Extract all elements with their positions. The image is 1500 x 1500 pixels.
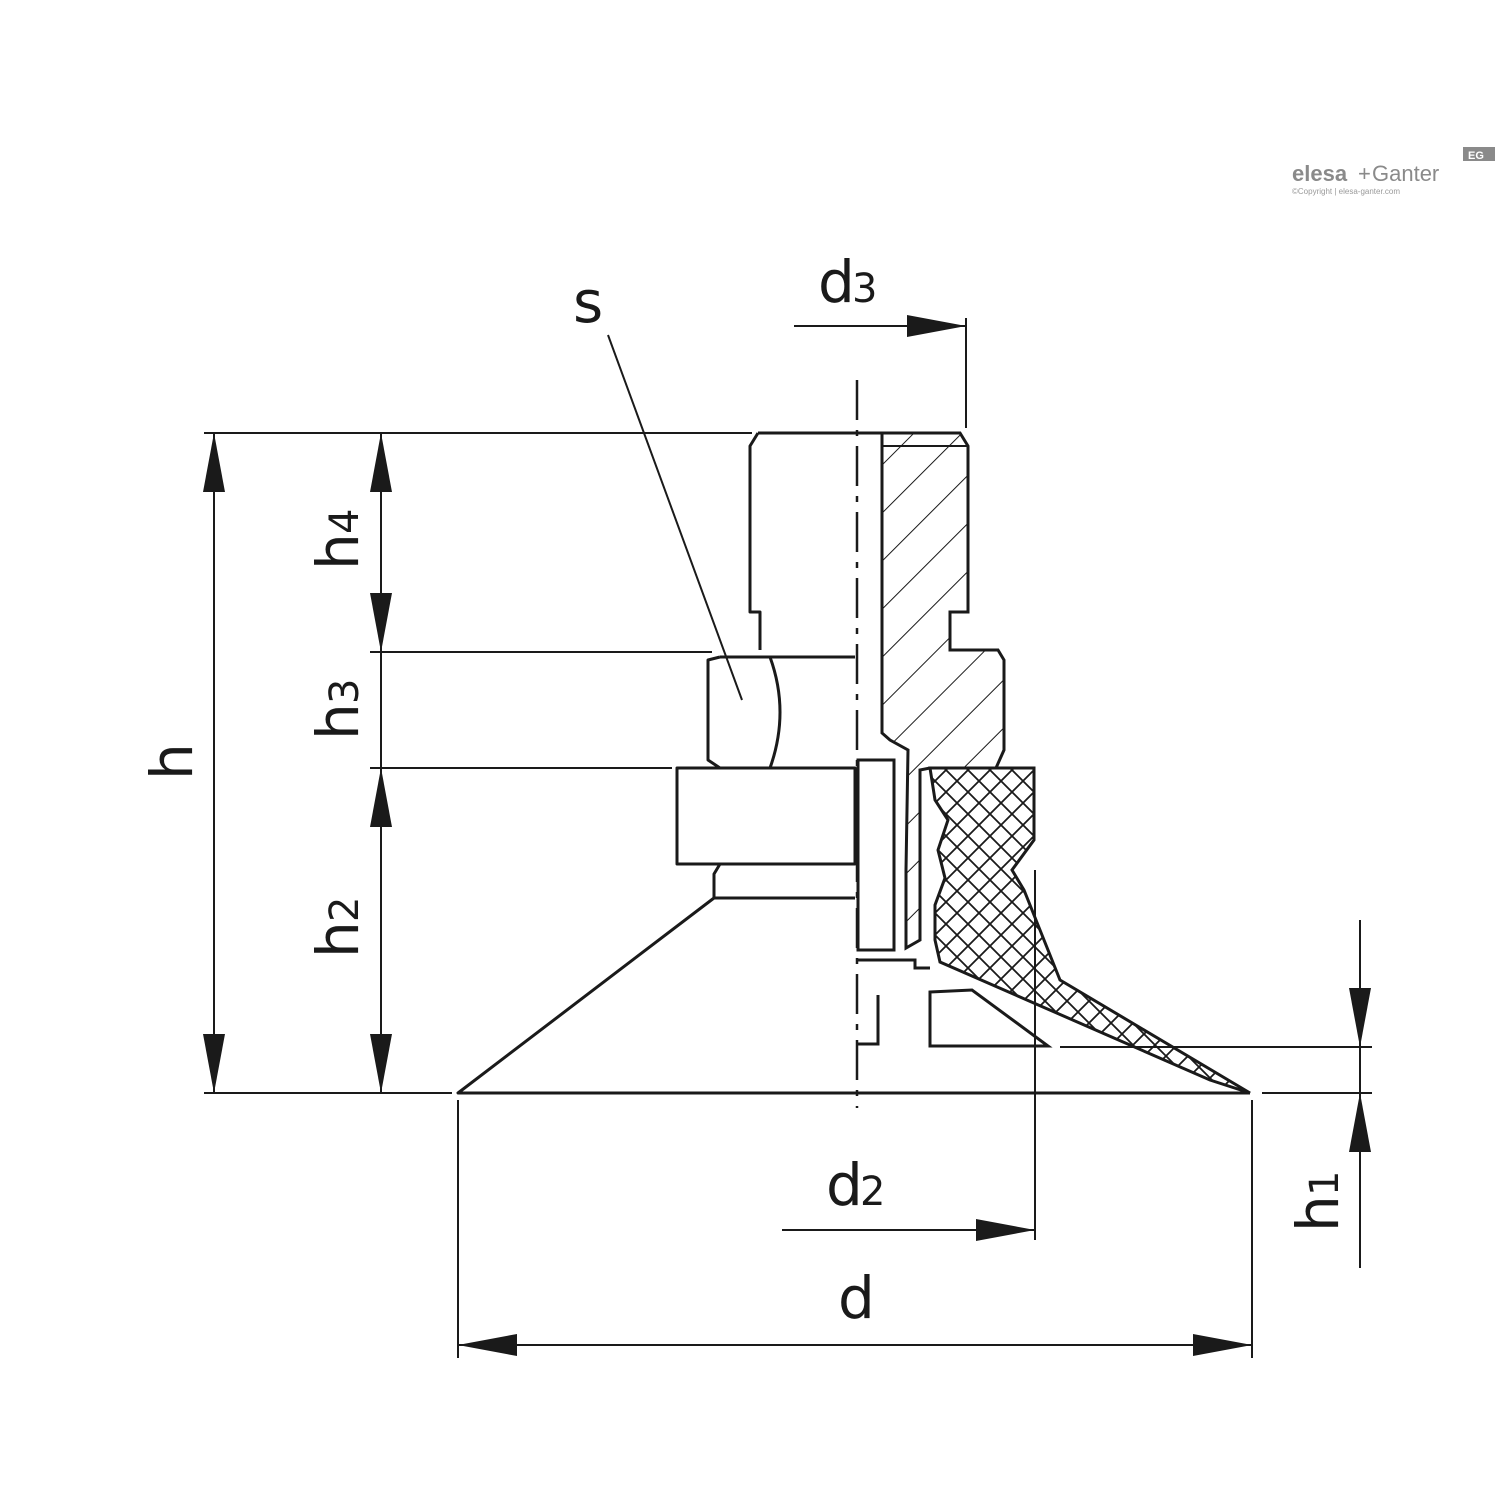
label-h2: h 2: [304, 897, 372, 958]
label-h2-sub: 2: [322, 897, 368, 922]
suction-cup-body: [456, 431, 1250, 1095]
arrowheads: [203, 315, 1371, 1356]
label-h: h: [138, 743, 206, 780]
inner-tube: [856, 758, 896, 952]
label-h4: h 4: [304, 509, 372, 570]
label-d3: d 3: [818, 248, 877, 316]
seat-line: [858, 958, 930, 970]
logo-copyright: ©Copyright | elesa-ganter.com: [1292, 187, 1400, 196]
brand-logo: elesa + Ganter EG ©Copyright | elesa-gan…: [1292, 147, 1495, 196]
cone-left-outline: [456, 896, 1250, 1095]
label-h4-sub: 4: [322, 509, 368, 534]
label-d2: d 2: [826, 1151, 885, 1219]
label-s-text: s: [573, 268, 603, 336]
logo-brand-rest: Ganter: [1372, 161, 1439, 186]
label-h3-main: h: [304, 703, 372, 740]
label-h1-main: h: [1284, 1195, 1352, 1232]
logo-badge-bg: [1463, 147, 1495, 161]
label-d3-main: d: [818, 248, 855, 316]
label-h1: h 1: [1284, 1171, 1352, 1232]
label-h4-main: h: [304, 533, 372, 570]
label-d3-sub: 3: [852, 266, 877, 312]
inner-cavity: [858, 995, 880, 1046]
label-d: d: [838, 1264, 875, 1332]
logo-brand-bold: elesa: [1292, 161, 1348, 186]
rubber-crosshatch: [928, 766, 1251, 1095]
label-d2-main: d: [826, 1151, 863, 1219]
stud-left-outline: [748, 432, 762, 650]
label-s: s: [573, 268, 603, 336]
hex-nut-facet: [768, 656, 782, 769]
rubber-section: [858, 766, 1251, 1095]
label-d-text: d: [838, 1264, 875, 1332]
label-h2-main: h: [304, 921, 372, 958]
collar: [675, 766, 857, 866]
neck: [712, 863, 855, 900]
inner-wedge: [928, 988, 1053, 1048]
label-d2-sub: 2: [860, 1169, 885, 1215]
label-h3-sub: 3: [322, 679, 368, 704]
logo-badge: EG: [1468, 150, 1484, 162]
label-h3: h 3: [304, 679, 372, 740]
logo-brand-plus: +: [1358, 161, 1371, 186]
label-h-text: h: [138, 743, 206, 780]
label-h1-sub: 1: [1302, 1171, 1348, 1196]
